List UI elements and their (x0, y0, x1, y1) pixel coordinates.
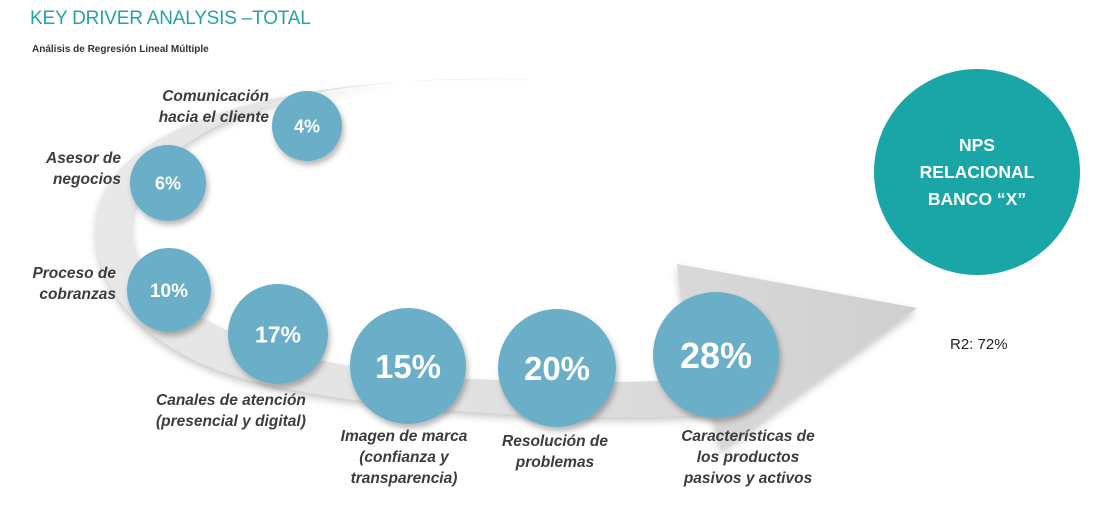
driver-value-caracteristicas: 28% (680, 335, 752, 376)
driver-value-resolucion: 20% (524, 350, 590, 387)
driver-label-imagen: Imagen de marca (confianza y transparencia… (330, 426, 478, 489)
driver-bubble-imagen (350, 308, 466, 424)
driver-label-line: Asesor de (46, 150, 121, 167)
driver-label-line: hacia el cliente (158, 109, 269, 126)
driver-label-asesor: Asesor de negocios (30, 148, 121, 190)
driver-label-canales: Canales de atención (presencial y digital… (156, 390, 336, 432)
driver-bubble-caracteristicas (653, 292, 779, 418)
driver-value-comunicacion: 4% (294, 116, 320, 136)
driver-bubble-asesor (130, 145, 206, 221)
driver-bubble-comunicacion (272, 91, 342, 161)
driver-label-line: Imagen de marca (340, 428, 468, 445)
driver-label-line: transparencia) (350, 470, 458, 487)
driver-label-resolucion: Resolución de problemas (490, 431, 620, 473)
driver-label-line: Canales de atención (156, 392, 306, 409)
driver-label-cobranzas: Proceso de cobranzas (18, 263, 116, 305)
driver-label-line: cobranzas (39, 286, 116, 303)
driver-label-caracteristicas: Características de los productos pasivos y… (668, 426, 828, 489)
driver-label-line: negocios (52, 171, 121, 188)
driver-label-line: Características de (681, 428, 815, 445)
driver-label-line: Resolución de (502, 433, 608, 450)
nps-target-circle: NPS RELACIONAL BANCO “X” (874, 69, 1080, 275)
driver-label-comunicacion: Comunicación hacia el cliente (154, 86, 269, 128)
driver-value-imagen: 15% (375, 348, 441, 385)
r2-value: R2: 72% (950, 336, 1008, 353)
driver-label-line: Proceso de (32, 265, 116, 282)
driver-bubble-cobranzas (127, 248, 211, 332)
driver-bubble-resolucion (498, 309, 616, 427)
nps-line-3: BANCO “X” (927, 188, 1027, 209)
driver-label-line: (presencial y digital) (156, 413, 306, 430)
driver-value-asesor: 6% (155, 173, 181, 193)
driver-value-cobranzas: 10% (150, 281, 188, 302)
driver-label-line: (confianza y (359, 449, 449, 466)
driver-bubble-canales (228, 284, 328, 384)
nps-line-2: RELACIONAL (919, 161, 1035, 182)
driver-label-line: pasivos y activos (683, 470, 813, 487)
driver-value-canales: 17% (255, 321, 301, 347)
driver-label-line: los productos (696, 449, 800, 466)
driver-label-line: Comunicación (162, 88, 269, 105)
page-subtitle: Análisis de Regresión Lineal Múltiple (32, 44, 209, 55)
driver-label-line: problemas (515, 454, 595, 471)
page-title: KEY DRIVER ANALYSIS –TOTAL (30, 8, 311, 29)
nps-line-1: NPS (959, 134, 995, 155)
driver-bubbles: 4% 6% 10% 17% 15% 20% 28% (127, 91, 779, 427)
